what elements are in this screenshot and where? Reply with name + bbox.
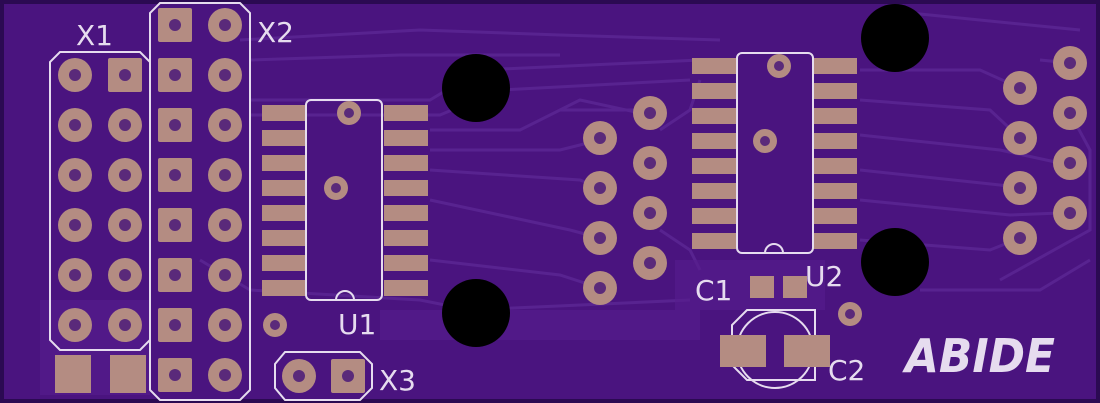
label-x2: X2 [257,16,294,49]
label-c1: C1 [695,274,732,307]
via [263,313,287,337]
smd-pad [110,355,146,393]
ic-u1: U1 [262,99,428,341]
abide-logo: ABIDE [902,329,1055,383]
mounting-hole [861,4,929,72]
label-x1: X1 [76,19,113,52]
mounting-hole [442,54,510,122]
smd-pad [55,355,91,393]
label-u2: U2 [805,260,843,293]
ic-u2: U2 [692,52,857,293]
capacitor-c2: C2 [720,309,865,389]
capacitor-c1: C1 [695,274,807,307]
mounting-hole [442,279,510,347]
mounting-hole [861,228,929,296]
connector-x2: X2 [149,2,294,401]
connector-x1: X1 [49,19,151,351]
label-c2: C2 [828,354,865,387]
via [838,302,862,326]
label-x3: X3 [379,364,416,397]
label-u1: U1 [338,308,376,341]
copper-pour-mid [380,310,700,340]
connector-x3: X3 [274,351,416,401]
